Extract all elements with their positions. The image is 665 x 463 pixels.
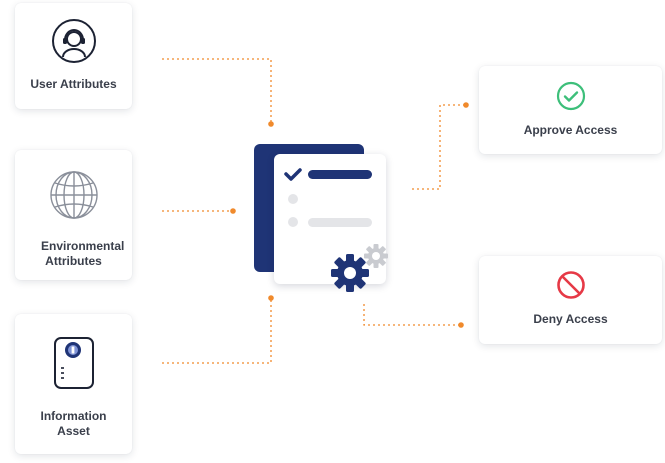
connector-policy-to-deny	[363, 304, 460, 326]
no-entry-icon	[557, 271, 585, 299]
connector-dot	[268, 295, 274, 301]
user-attributes-label: User Attributes	[30, 77, 117, 91]
globe-icon	[50, 171, 98, 219]
information-asset-card: Information Asset	[15, 314, 132, 454]
connector-dot	[230, 208, 236, 214]
connector-dot	[458, 322, 464, 328]
connector-policy-to-approve	[412, 104, 465, 190]
connector-dot	[463, 102, 469, 108]
environmental-attributes-card: Environmental Attributes	[15, 150, 132, 280]
approve-access-label: Approve Access	[523, 123, 618, 137]
user-headset-icon	[52, 19, 96, 63]
connector-user-to-policy	[162, 58, 272, 122]
deny-access-label: Deny Access	[533, 312, 608, 326]
user-attributes-card: User Attributes	[15, 3, 132, 109]
environmental-attributes-label: Environmental Attributes	[41, 239, 125, 268]
policy-document-icon	[274, 154, 386, 284]
connector-dot	[268, 121, 274, 127]
check-circle-icon	[556, 81, 586, 111]
connector-asset-to-policy	[162, 300, 272, 364]
id-device-icon	[54, 337, 94, 389]
deny-access-card: Deny Access	[479, 256, 662, 344]
information-asset-label: Information Asset	[40, 409, 107, 438]
approve-access-card: Approve Access	[479, 66, 662, 154]
gear-icon	[331, 244, 388, 292]
